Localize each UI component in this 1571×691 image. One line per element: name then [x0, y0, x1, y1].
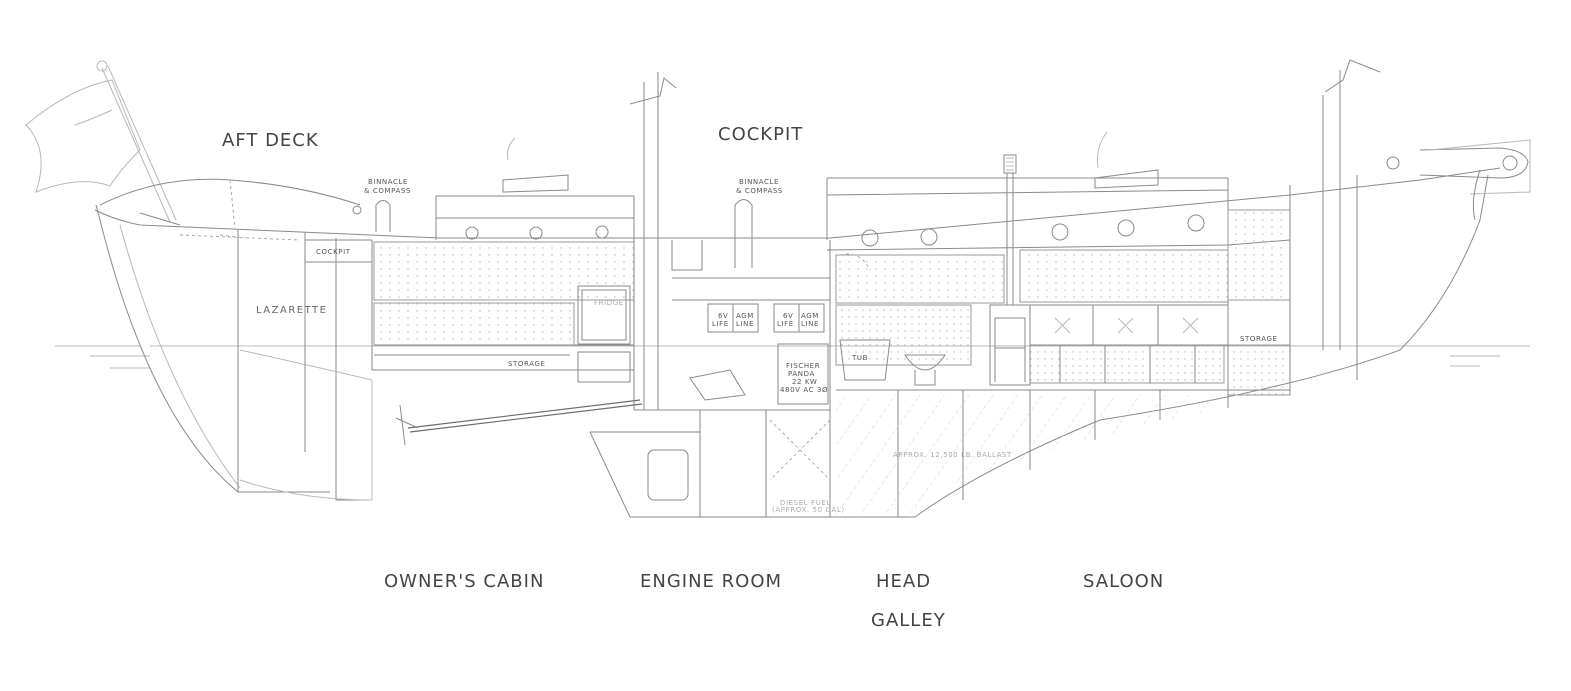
- label-battery-2a: 6V: [783, 312, 793, 320]
- label-fuel: DIESEL FUEL: [780, 499, 831, 507]
- label-battery-1d: LINE: [736, 320, 754, 328]
- label-fuel-approx: (APPROX. 50 GAL): [772, 506, 845, 514]
- label-tub: TUB: [851, 354, 868, 362]
- label-battery-2b: AGM: [801, 312, 819, 320]
- label-storage-aft: STORAGE: [508, 360, 546, 368]
- ballast-hatching: [179, 179, 1228, 515]
- flag: [25, 60, 177, 223]
- label-battery-2d: LINE: [801, 320, 819, 328]
- label-compass-aft: & COMPASS: [364, 187, 411, 195]
- label-cockpit: COCKPIT: [718, 124, 803, 145]
- label-generator-4: 480V AC 3Ø: [780, 386, 828, 394]
- label-generator-2: PANDA: [788, 370, 815, 378]
- label-ballast: APPROX. 12,500 LB. BALLAST: [893, 451, 1012, 459]
- label-battery-2c: LIFE: [777, 320, 794, 328]
- label-galley: GALLEY: [871, 610, 946, 631]
- label-engine-room: ENGINE ROOM: [640, 571, 782, 592]
- waterline: [55, 345, 1530, 369]
- label-cockpit-small: COCKPIT: [316, 248, 351, 256]
- label-binnacle-aft: BINNACLE: [368, 178, 408, 186]
- label-battery-1a: 6V: [718, 312, 728, 320]
- label-saloon: SALOON: [1083, 571, 1164, 592]
- label-owners-cabin: OWNER'S CABIN: [384, 571, 544, 592]
- label-fridge: FRIDGE: [594, 299, 624, 307]
- label-generator-1: FISCHER: [786, 362, 820, 370]
- label-aft-deck: AFT DECK: [222, 130, 319, 151]
- label-storage-fwd: STORAGE: [1240, 335, 1278, 343]
- label-generator-3: 22 KW: [792, 378, 817, 386]
- bulkheads: [237, 175, 1358, 517]
- label-binnacle-fwd: BINNACLE: [739, 178, 779, 186]
- hull: [94, 59, 1531, 518]
- label-lazarette: LAZARETTE: [256, 305, 327, 316]
- label-battery-1c: LIFE: [712, 320, 729, 328]
- label-head: HEAD: [876, 571, 931, 592]
- label-battery-1b: AGM: [736, 312, 754, 320]
- label-compass-fwd: & COMPASS: [736, 187, 783, 195]
